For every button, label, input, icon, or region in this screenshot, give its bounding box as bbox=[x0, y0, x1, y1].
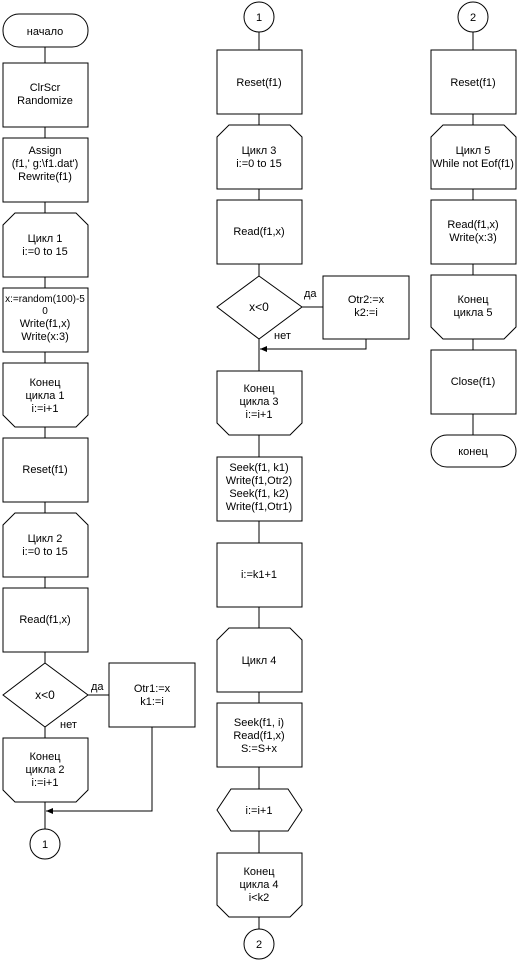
read-text: Read(f1,x) bbox=[19, 614, 70, 626]
yes-label-2: да bbox=[304, 288, 317, 300]
loop2-end bbox=[2, 737, 89, 803]
connector-2-out-label: 2 bbox=[256, 939, 262, 951]
assign-i-block bbox=[216, 542, 303, 608]
loop4-start-text: Цикл 4 bbox=[242, 655, 277, 667]
loop3-start bbox=[216, 124, 303, 190]
read-text-2: Read(f1,x) bbox=[233, 226, 284, 238]
connector-1-in-label: 1 bbox=[256, 12, 262, 24]
loop5-start bbox=[430, 124, 517, 190]
close-text: Close(f1) bbox=[451, 376, 496, 388]
reset-block bbox=[2, 437, 89, 503]
loop3-end bbox=[216, 370, 303, 436]
connector-1-out bbox=[29, 828, 61, 860]
loop1-start bbox=[2, 212, 89, 278]
end-terminal bbox=[430, 434, 517, 468]
condition-diamond-2 bbox=[216, 275, 303, 340]
yes-label: да bbox=[91, 681, 104, 693]
increment-text: i:=i+1 bbox=[246, 805, 273, 817]
no-label: нет bbox=[60, 719, 77, 731]
assign-i-text: i:=k1+1 bbox=[241, 569, 277, 581]
increment-hexagon bbox=[216, 788, 303, 832]
condition-text-2: x<0 bbox=[249, 300, 269, 314]
no-label-2: нет bbox=[274, 330, 291, 342]
body-text: Seek(f1, i)Read(f1,x)S:=S+x bbox=[233, 717, 284, 755]
generate-block bbox=[2, 287, 89, 353]
connector-1-out-label: 1 bbox=[42, 839, 48, 851]
assign-text: Assign(f1,' g:\f1.dat')Rewrite(f1) bbox=[12, 145, 79, 183]
reset-text-2: Reset(f1) bbox=[236, 77, 281, 89]
readwrite-text: Read(f1,x)Write(x:3) bbox=[447, 219, 498, 244]
condition-diamond bbox=[2, 662, 89, 728]
reset-text-3: Reset(f1) bbox=[450, 77, 495, 89]
condition-text: x<0 bbox=[35, 688, 55, 702]
store-block-2 bbox=[322, 275, 410, 340]
end-label: конец bbox=[458, 446, 488, 458]
start-label: начало bbox=[27, 26, 63, 38]
connector-2-in bbox=[457, 1, 489, 33]
loop4-end bbox=[216, 852, 303, 918]
read-block-2 bbox=[216, 199, 303, 265]
connector-1-in bbox=[243, 1, 275, 33]
loop5-end bbox=[430, 274, 517, 340]
init-block bbox=[2, 62, 89, 128]
loop4-start bbox=[216, 627, 303, 693]
reset-text: Reset(f1) bbox=[22, 464, 67, 476]
reset-block-2 bbox=[216, 49, 303, 115]
connector-2-in-label: 2 bbox=[470, 12, 476, 24]
swap-text: Seek(f1, k1)Write(f1,Otr2)Seek(f1, k2)Wr… bbox=[226, 462, 292, 513]
connector-2-out bbox=[243, 928, 275, 960]
loop2-start bbox=[2, 512, 89, 578]
readwrite-block bbox=[430, 199, 517, 265]
close-block bbox=[430, 349, 517, 415]
start-terminal bbox=[2, 13, 89, 48]
read-block bbox=[2, 587, 89, 653]
swap-block bbox=[216, 456, 303, 522]
loop1-end bbox=[2, 362, 89, 428]
body-block bbox=[216, 702, 303, 768]
reset-block-3 bbox=[430, 49, 517, 115]
assign-block bbox=[2, 137, 89, 203]
store-block bbox=[108, 662, 196, 728]
